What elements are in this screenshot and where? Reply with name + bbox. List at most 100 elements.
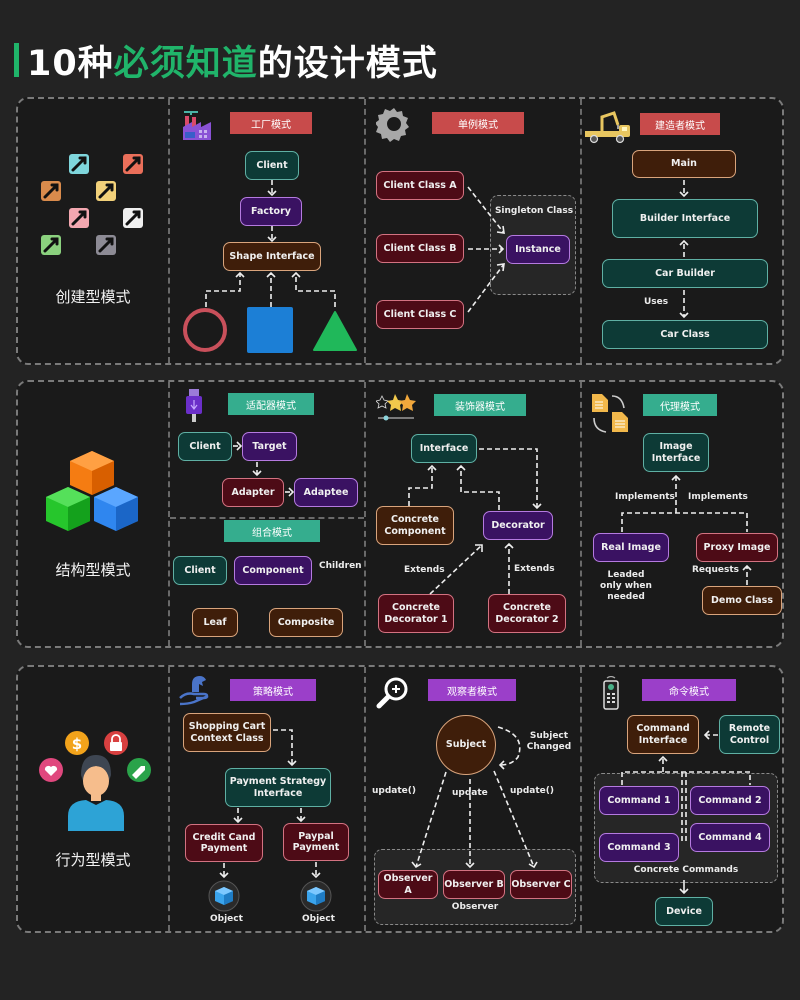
cubes-icon xyxy=(46,451,138,531)
observer-pattern-panel: 观察者模式 Subject Subject Changed update() u… xyxy=(364,667,580,931)
stars-rating-icon xyxy=(376,394,416,421)
crane-truck-icon xyxy=(585,111,630,144)
colored-arrows-icon xyxy=(41,154,143,255)
payment-strategy-interface-node: Payment Strategy Interface xyxy=(225,768,331,807)
creational-row: 创建型模式 工厂模式 Client Factory Shape Interfac… xyxy=(16,97,784,365)
car-builder-node: Car Builder xyxy=(602,259,768,288)
object-cube-icon-1 xyxy=(208,880,240,912)
client-class-c-node: Client Class C xyxy=(376,300,464,329)
object-label-2: Object xyxy=(302,914,335,924)
behavioral-category: $ 行为型模式 xyxy=(18,667,168,931)
command-pattern-tag: 命令模式 xyxy=(642,679,736,701)
extends-label-2: Extends xyxy=(514,564,555,574)
composite-node: Composite xyxy=(269,608,343,637)
singleton-class-label: Singleton Class xyxy=(494,206,574,216)
factory-pattern-panel: 工厂模式 Client Factory Shape Interface xyxy=(168,99,364,363)
factory-icon xyxy=(183,111,211,140)
command-3-node: Command 3 xyxy=(599,833,679,862)
creational-category: 创建型模式 xyxy=(18,99,168,363)
composite-client-node: Client xyxy=(173,556,227,585)
behavioral-label: 行为型模式 xyxy=(55,851,131,869)
decorator-node: Decorator xyxy=(483,511,553,540)
factory-factory-node: Factory xyxy=(240,197,302,226)
device-node: Device xyxy=(655,897,713,926)
concrete-decorator-2-node: Concrete Decorator 2 xyxy=(488,594,566,633)
page-title: 10种必须知道的设计模式 xyxy=(14,40,438,84)
proxy-image-node: Proxy Image xyxy=(696,533,778,562)
object-label-1: Object xyxy=(210,914,243,924)
decorator-pattern-panel: 装饰器模式 Interface Concrete Component Decor… xyxy=(364,382,580,646)
extends-label-1: Extends xyxy=(404,565,445,575)
update-left-label: update() xyxy=(372,786,416,796)
leaf-node: Leaf xyxy=(192,608,238,637)
creational-label: 创建型模式 xyxy=(55,288,131,306)
credit-card-payment-node: Credit Cand Payment xyxy=(185,824,263,862)
client-class-b-node: Client Class B xyxy=(376,234,464,263)
image-interface-node: Image Interface xyxy=(643,433,709,472)
circle-shape xyxy=(183,308,227,352)
adapter-pattern-tag: 适配器模式 xyxy=(228,393,314,415)
observer-a-node: Observer A xyxy=(378,870,438,899)
component-node: Component xyxy=(234,556,312,585)
magnifier-plus-icon xyxy=(376,677,408,709)
subject-changed-label: Subject Changed xyxy=(526,731,572,752)
concrete-commands-label: Concrete Commands xyxy=(633,865,739,875)
proxy-pattern-panel: 代理模式 Image Interface Implements Implemen… xyxy=(580,382,784,646)
strategy-pattern-panel: 策略模式 Shopping Cart Context Class Payment… xyxy=(168,667,364,931)
swap-documents-icon xyxy=(592,394,628,433)
structural-row: 结构型模式 适配器模式 Client Target Adapter Adapte… xyxy=(16,380,784,648)
person-with-icons: $ xyxy=(39,731,151,831)
triangle-shape xyxy=(313,311,357,351)
children-label: Children xyxy=(319,561,362,571)
implements-label-2: Implements xyxy=(688,492,748,502)
proxy-pattern-tag: 代理模式 xyxy=(643,394,717,416)
title-accent-bar xyxy=(14,43,19,77)
car-class-node: Car Class xyxy=(602,320,768,349)
svg-text:$: $ xyxy=(72,735,82,753)
command-2-node: Command 2 xyxy=(690,786,770,815)
adaptee-node: Adaptee xyxy=(294,478,358,507)
uses-label: Uses xyxy=(644,297,669,307)
gear-icon xyxy=(376,108,409,142)
decorator-interface-node: Interface xyxy=(411,434,477,463)
structural-category: 结构型模式 xyxy=(18,382,168,646)
object-cube-icon-2 xyxy=(300,880,332,912)
behavioral-row: $ 行为型模式 策略模式 Shopping Cart Context Class… xyxy=(16,665,784,933)
main-node: Main xyxy=(632,150,736,178)
decorator-pattern-tag: 装饰器模式 xyxy=(434,394,526,416)
loaded-only-note: Leaded only when needed xyxy=(600,570,652,602)
remote-control-icon xyxy=(603,676,619,710)
client-class-a-node: Client Class A xyxy=(376,171,464,200)
command-1-node: Command 1 xyxy=(599,786,679,815)
factory-pattern-tag: 工厂模式 xyxy=(230,112,312,134)
singleton-pattern-tag: 单例模式 xyxy=(432,112,524,134)
command-interface-node: Command Interface xyxy=(627,715,699,754)
paypal-payment-node: Paypal Payment xyxy=(283,823,349,861)
observer-group-label: Observer xyxy=(451,902,499,912)
builder-pattern-tag: 建造者模式 xyxy=(640,113,720,135)
remote-control-node: Remote Control xyxy=(719,715,780,754)
shape-interface-node: Shape Interface xyxy=(223,242,321,271)
title-text: 10种必须知道的设计模式 xyxy=(27,43,438,84)
adapter-composite-panel: 适配器模式 Client Target Adapter Adaptee 组合模式… xyxy=(168,382,364,646)
real-image-node: Real Image xyxy=(593,533,669,562)
command-4-node: Command 4 xyxy=(690,823,770,852)
update-mid-label: update xyxy=(452,788,488,798)
adapter-composite-divider xyxy=(170,517,364,519)
target-node: Target xyxy=(242,432,297,461)
composite-pattern-tag: 组合模式 xyxy=(224,520,320,542)
observer-pattern-tag: 观察者模式 xyxy=(428,679,516,701)
concrete-decorator-1-node: Concrete Decorator 1 xyxy=(378,594,454,633)
adapter-client-node: Client xyxy=(178,432,232,461)
singleton-pattern-panel: 单例模式 Client Class A Client Class B Clien… xyxy=(364,99,580,363)
demo-class-node: Demo Class xyxy=(702,586,782,615)
implements-label-1: Implements xyxy=(615,492,675,502)
shopping-cart-context-node: Shopping Cart Context Class xyxy=(183,713,271,752)
subject-node: Subject xyxy=(436,715,496,775)
usb-icon xyxy=(186,389,202,422)
requests-label: Requests xyxy=(692,565,740,575)
observer-b-node: Observer B xyxy=(443,870,505,899)
instance-node: Instance xyxy=(506,235,570,264)
observer-c-node: Observer C xyxy=(510,870,572,899)
square-shape xyxy=(247,307,293,353)
